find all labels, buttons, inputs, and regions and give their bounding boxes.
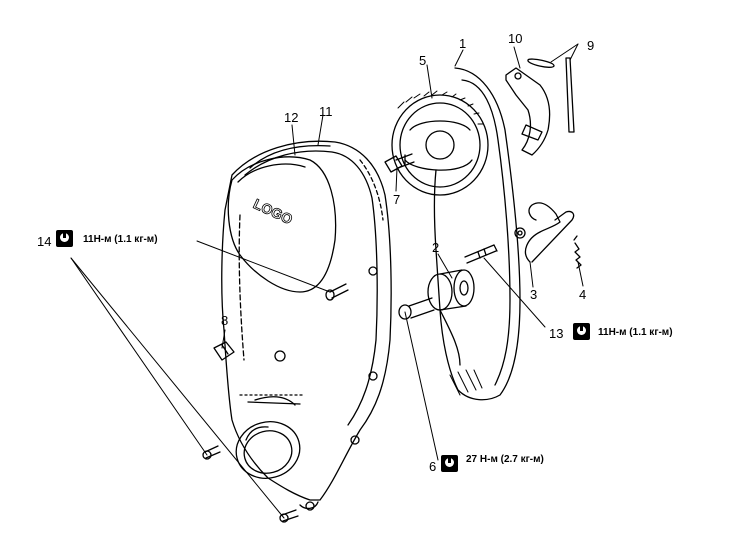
torque-wrench-icon bbox=[441, 455, 458, 472]
callout-3: 3 bbox=[530, 287, 538, 302]
cover-bolts bbox=[202, 283, 349, 523]
callout-1: 1 bbox=[459, 36, 467, 51]
torque-wrench-icon bbox=[573, 323, 590, 340]
tensioner-pulley bbox=[427, 269, 475, 311]
callout-5: 5 bbox=[419, 53, 427, 68]
callout-14: 14 bbox=[37, 234, 52, 249]
callout-10: 10 bbox=[508, 31, 523, 46]
callout-2: 2 bbox=[432, 240, 440, 255]
upper-cover: LOGO bbox=[227, 156, 337, 293]
callout-11: 11 bbox=[319, 104, 333, 119]
stud bbox=[464, 244, 498, 264]
torque-spec-14: 11Н-м (1.1 кг-м) bbox=[83, 234, 158, 245]
callout-8: 8 bbox=[221, 313, 229, 328]
callout-9: 9 bbox=[587, 38, 595, 53]
timing-cover-outer bbox=[221, 140, 392, 511]
svg-text:LOGO: LOGO bbox=[251, 195, 295, 227]
callout-4: 4 bbox=[579, 287, 587, 302]
camshaft-pulley bbox=[391, 90, 489, 196]
tensioner-spring bbox=[573, 235, 582, 269]
guide-pins bbox=[527, 57, 575, 133]
pulley-bolt bbox=[384, 153, 415, 173]
torque-spec-6: 27 Н-м (2.7 кг-м) bbox=[466, 454, 544, 465]
callout-7: 7 bbox=[393, 192, 401, 207]
torque-spec-13: 11Н-м (1.1 кг-м) bbox=[598, 327, 673, 338]
callout-12: 12 bbox=[284, 110, 299, 125]
leader-lines bbox=[70, 43, 584, 519]
wire-clip bbox=[213, 341, 235, 361]
timing-belt bbox=[433, 67, 521, 401]
torque-wrench-icon bbox=[56, 230, 73, 247]
cover-lower-opening bbox=[235, 421, 301, 479]
callout-13: 13 bbox=[549, 326, 564, 341]
tensioner-bolt bbox=[398, 297, 435, 320]
callout-6: 6 bbox=[429, 459, 437, 474]
belt-guide-bracket bbox=[505, 67, 551, 156]
tensioner-plate bbox=[514, 202, 575, 263]
